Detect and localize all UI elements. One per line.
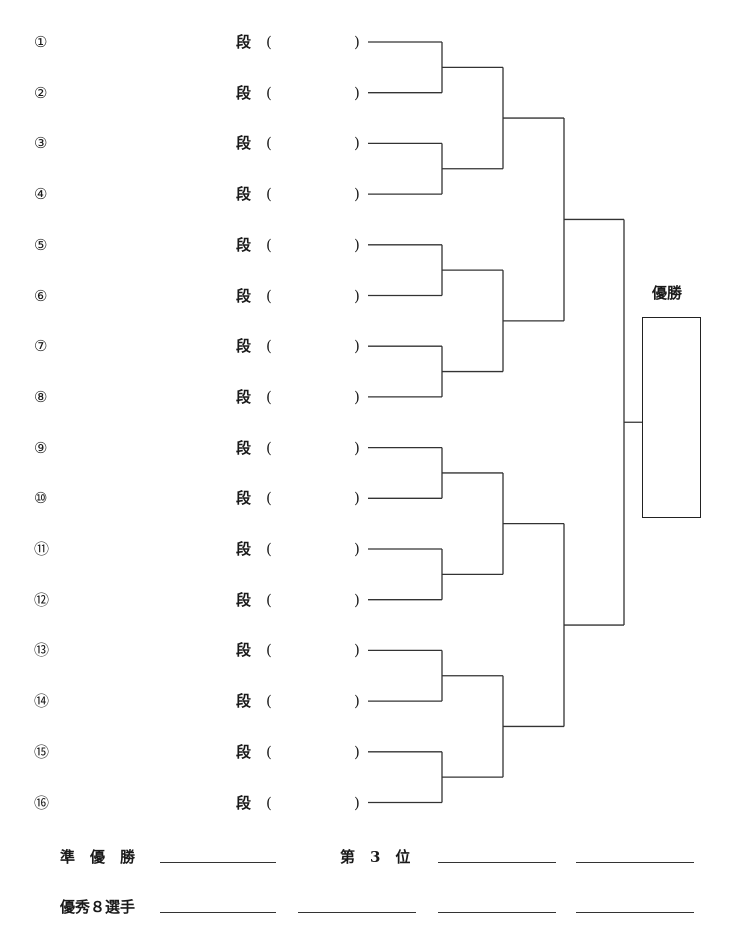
entry-number: ⑯ — [34, 793, 50, 812]
entry-number: ④ — [34, 185, 48, 204]
entry-close-paren: ) — [354, 134, 360, 153]
entry-close-paren: ) — [354, 540, 360, 558]
entry-row: ⑪ 段 () — [0, 537, 736, 561]
entry-number: ⑪ — [34, 540, 50, 558]
entry-row: ① 段 () — [0, 30, 736, 54]
entry-open-paren: ( — [266, 692, 272, 711]
entry-row: ⑬ 段 () — [0, 638, 736, 662]
entry-row: ④ 段 () — [0, 182, 736, 206]
entry-row: ⑤ 段 () — [0, 233, 736, 257]
entry-dan-label: 段 — [236, 438, 252, 457]
entry-dan-label: 段 — [236, 83, 252, 102]
entry-dan-label: 段 — [236, 387, 252, 406]
entry-number: ⑩ — [34, 489, 48, 508]
entry-row: ② 段 () — [0, 81, 736, 105]
entry-dan-label: 段 — [236, 692, 252, 711]
entry-dan-label: 段 — [236, 540, 252, 558]
entry-dan-label: 段 — [236, 134, 252, 153]
entry-row: ⑭ 段 () — [0, 689, 736, 713]
third-place-name-line-1[interactable] — [438, 862, 556, 863]
entry-open-paren: ( — [266, 235, 272, 254]
entry-close-paren: ) — [354, 235, 360, 254]
third-place-name-line-2[interactable] — [576, 862, 694, 863]
entry-dan-label: 段 — [236, 185, 252, 204]
entry-open-paren: ( — [266, 438, 272, 457]
entry-close-paren: ) — [354, 83, 360, 102]
third-place-label: 第 3 位 — [340, 848, 411, 866]
entry-number: ⑤ — [34, 235, 48, 254]
entry-dan-label: 段 — [236, 33, 252, 51]
top-eight-label: 優秀８選手 — [60, 898, 136, 916]
entry-open-paren: ( — [266, 540, 272, 558]
entry-close-paren: ) — [354, 641, 360, 660]
entry-number: ⑨ — [34, 438, 48, 457]
entry-dan-label: 段 — [236, 235, 252, 254]
entry-open-paren: ( — [266, 641, 272, 660]
champion-label: 優勝 — [652, 284, 683, 302]
entry-close-paren: ) — [354, 793, 360, 812]
entry-dan-label: 段 — [236, 337, 252, 356]
runner-up-name-line[interactable] — [160, 862, 276, 863]
entry-dan-label: 段 — [236, 742, 252, 761]
champion-name-box[interactable] — [642, 317, 701, 518]
entry-close-paren: ) — [354, 387, 360, 406]
entry-close-paren: ) — [354, 742, 360, 761]
entry-row: ⑧ 段 () — [0, 385, 736, 409]
entry-number: ⑥ — [34, 286, 48, 305]
entry-open-paren: ( — [266, 387, 272, 406]
entry-row: ⑦ 段 () — [0, 334, 736, 358]
entry-open-paren: ( — [266, 337, 272, 356]
entry-row: ⑥ 段 () — [0, 284, 736, 308]
entry-row: ③ 段 () — [0, 131, 736, 155]
top-eight-name-line-2[interactable] — [298, 912, 416, 913]
entry-number: ⑧ — [34, 387, 48, 406]
entry-number: ③ — [34, 134, 48, 153]
entry-number: ⑭ — [34, 692, 50, 711]
top-eight-name-line-4[interactable] — [576, 912, 694, 913]
entry-open-paren: ( — [266, 185, 272, 204]
entry-close-paren: ) — [354, 438, 360, 457]
entry-dan-label: 段 — [236, 793, 252, 812]
entry-number: ⑫ — [34, 590, 50, 609]
entry-open-paren: ( — [266, 590, 272, 609]
entry-close-paren: ) — [354, 590, 360, 609]
entry-close-paren: ) — [354, 337, 360, 356]
entry-open-paren: ( — [266, 742, 272, 761]
entry-row: ⑯ 段 () — [0, 791, 736, 815]
entry-open-paren: ( — [266, 286, 272, 305]
entry-open-paren: ( — [266, 83, 272, 102]
runner-up-label: 準 優 勝 — [60, 848, 136, 866]
entry-dan-label: 段 — [236, 489, 252, 508]
entry-close-paren: ) — [354, 286, 360, 305]
entry-close-paren: ) — [354, 33, 360, 51]
entry-close-paren: ) — [354, 489, 360, 508]
entry-row: ⑩ 段 () — [0, 486, 736, 510]
entry-number: ⑦ — [34, 337, 48, 356]
entry-open-paren: ( — [266, 793, 272, 812]
entry-close-paren: ) — [354, 692, 360, 711]
entry-dan-label: 段 — [236, 590, 252, 609]
top-eight-name-line-1[interactable] — [160, 912, 276, 913]
entry-number: ① — [34, 33, 48, 51]
entry-open-paren: ( — [266, 489, 272, 508]
entry-number: ② — [34, 83, 48, 102]
entry-number: ⑮ — [34, 742, 50, 761]
entry-number: ⑬ — [34, 641, 50, 660]
entry-open-paren: ( — [266, 134, 272, 153]
entry-dan-label: 段 — [236, 641, 252, 660]
entry-open-paren: ( — [266, 33, 272, 51]
entry-row: ⑮ 段 () — [0, 740, 736, 764]
entry-close-paren: ) — [354, 185, 360, 204]
entry-row: ⑫ 段 () — [0, 588, 736, 612]
entry-row: ⑨ 段 () — [0, 436, 736, 460]
entry-dan-label: 段 — [236, 286, 252, 305]
top-eight-name-line-3[interactable] — [438, 912, 556, 913]
